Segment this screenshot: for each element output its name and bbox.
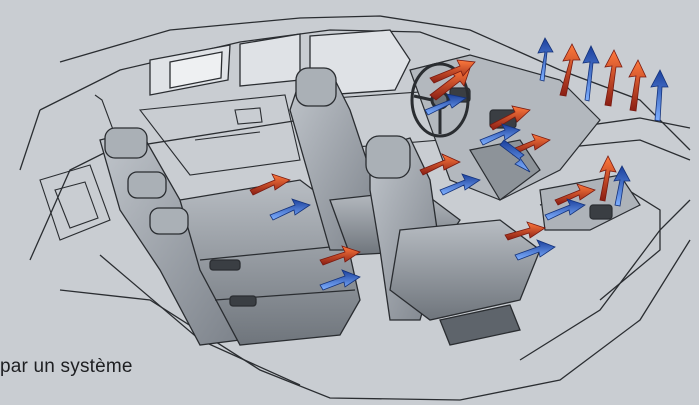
caption-text: par un système xyxy=(0,356,133,378)
dashboard xyxy=(410,55,640,230)
side-windows xyxy=(150,30,410,96)
